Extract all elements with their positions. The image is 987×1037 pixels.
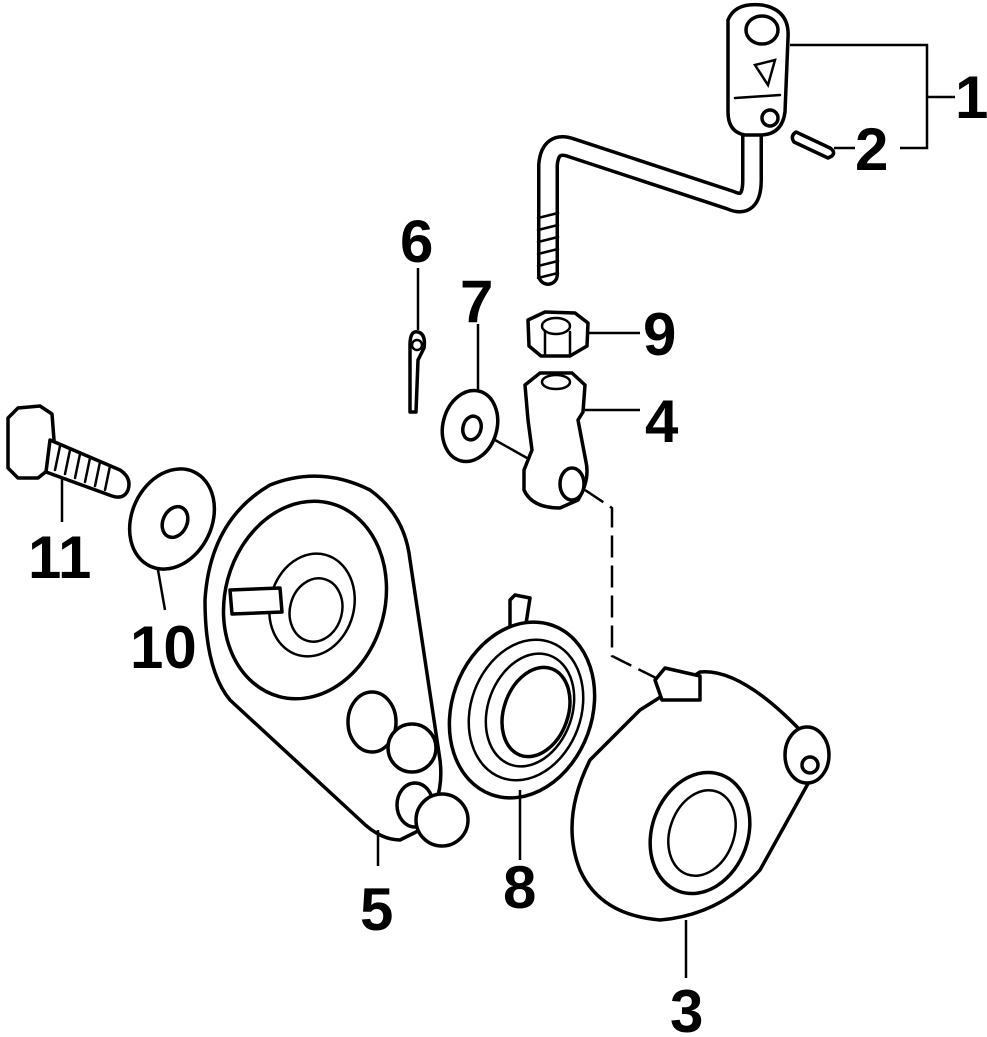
part-2-pin <box>790 130 836 160</box>
callout-4: 4 <box>645 388 679 455</box>
part-7-washer <box>440 388 500 464</box>
callout-8: 8 <box>503 854 536 921</box>
callout-labels: 1 2 3 4 5 6 7 8 9 10 11 <box>28 64 987 1037</box>
callout-6: 6 <box>400 208 433 275</box>
callout-1: 1 <box>955 64 987 131</box>
part-9-nut <box>526 310 590 358</box>
part-5-lever-bracket <box>203 474 470 848</box>
part-8-spring <box>447 593 597 800</box>
part-6-cotter-pin <box>408 330 427 414</box>
callout-11: 11 <box>28 524 91 591</box>
bolt-threads <box>53 444 112 492</box>
callout-3: 3 <box>670 978 703 1037</box>
leader-lines <box>60 43 955 978</box>
callout-2: 2 <box>855 116 888 183</box>
part-3-housing <box>570 666 831 922</box>
part-11-bolt <box>6 404 131 499</box>
rod-threads <box>536 211 560 280</box>
callout-7: 7 <box>460 268 493 335</box>
callout-9: 9 <box>643 301 676 368</box>
part-1-shift-rod <box>536 2 790 286</box>
callout-10: 10 <box>130 614 197 681</box>
part-10-washer <box>127 467 217 571</box>
part-4-rod-end <box>493 371 589 510</box>
callout-5: 5 <box>360 876 393 943</box>
